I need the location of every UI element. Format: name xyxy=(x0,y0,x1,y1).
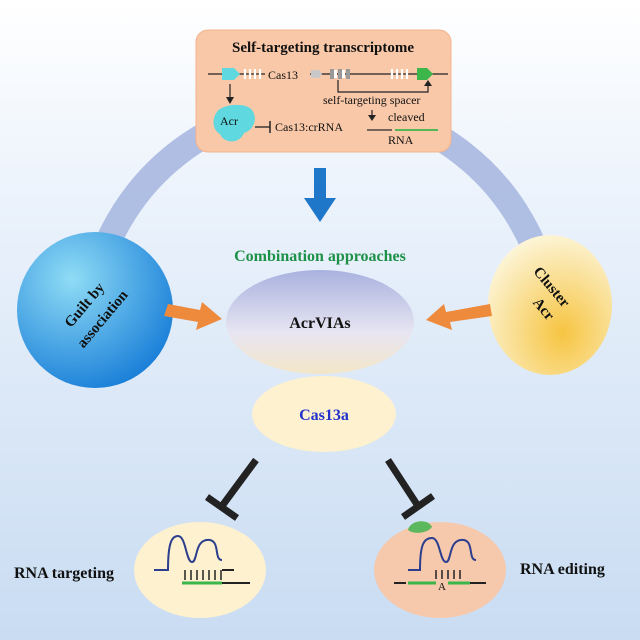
rna-label: RNA xyxy=(388,133,414,147)
acr-protein-icon xyxy=(213,104,255,142)
rna-targeting-label: RNA targeting xyxy=(14,565,114,582)
acr-gene-icon xyxy=(222,68,240,80)
cas13-label: Cas13 xyxy=(268,68,298,82)
cleaved-label: cleaved xyxy=(388,110,425,124)
cluster-acr-node xyxy=(488,235,612,375)
rna-editing-node xyxy=(374,522,506,618)
box-title: Self-targeting transcriptome xyxy=(232,40,414,56)
cas13a-label: Cas13a xyxy=(299,407,349,424)
cas13a-node xyxy=(252,376,396,452)
center-node-label: AcrVIAs xyxy=(289,315,350,332)
rna-editing-icon xyxy=(394,536,486,585)
combination-label: Combination approaches xyxy=(234,248,406,265)
down-arrow xyxy=(304,168,336,222)
editing-enzyme-icon xyxy=(408,521,432,533)
rna-targeting-icon xyxy=(154,534,250,585)
cas13-gene-icon xyxy=(311,70,322,78)
inhibit-right-arrow xyxy=(385,458,436,520)
guilt-by-association-node xyxy=(17,232,173,388)
spacer-label: self-targeting spacer xyxy=(323,93,420,107)
crispr-array-icon xyxy=(330,69,350,79)
edit-base-label: A xyxy=(438,581,446,593)
self-targeting-box: Self-targeting transcriptome Cas13 self-… xyxy=(195,29,452,153)
rna-targeting-node xyxy=(134,522,266,618)
left-arrow xyxy=(164,302,222,330)
target-gene-icon xyxy=(417,68,433,80)
complex-label: Cas13:crRNA xyxy=(275,120,343,134)
right-arrow xyxy=(426,304,492,330)
acr-label: Acr xyxy=(220,114,238,128)
rna-editing-label: RNA editing xyxy=(520,561,605,578)
acrvias-node xyxy=(226,270,414,374)
inhibit-left-arrow xyxy=(204,457,259,521)
